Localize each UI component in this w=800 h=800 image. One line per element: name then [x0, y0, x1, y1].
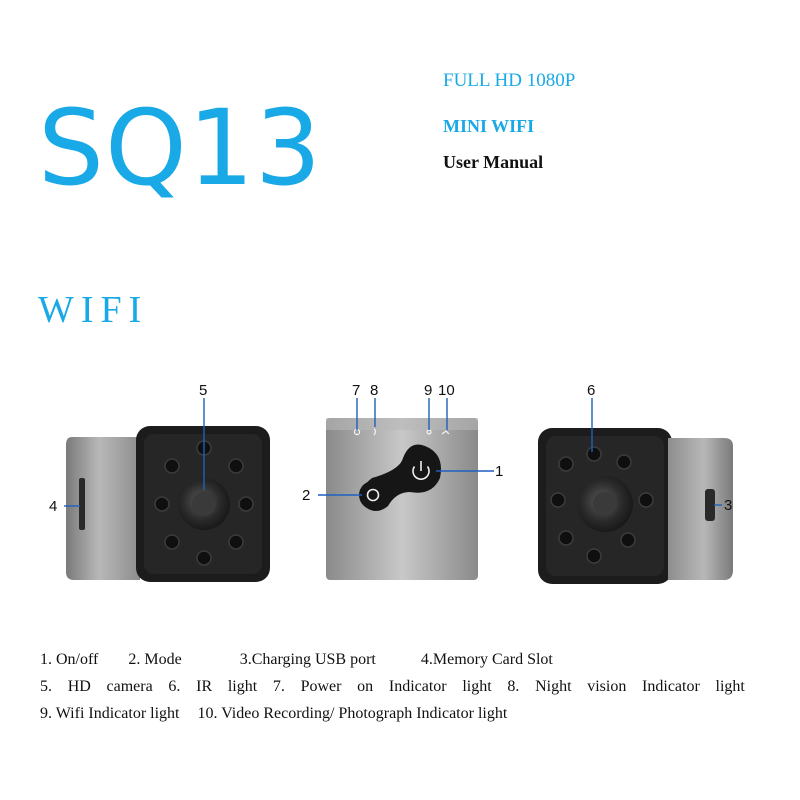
legend-item-recording-indicator: 10. Video Recording/ Photograph Indicato…	[197, 705, 508, 722]
callout-lines	[64, 398, 722, 507]
model-title: SQ13	[38, 87, 323, 209]
legend-word: vision	[587, 678, 627, 695]
legend-word: light	[462, 678, 492, 695]
wifi-label: WIFI	[38, 289, 149, 331]
legend-item-mode: 2. Mode	[128, 651, 182, 668]
legend-item-usb-port: 3.Charging USB port	[239, 651, 376, 668]
legend-word: light	[715, 678, 745, 695]
camera-right-body	[668, 438, 733, 580]
mini-wifi-label: MINI WIFI	[443, 116, 535, 136]
callout-6: 6	[587, 382, 595, 399]
legend-word: 6.	[168, 678, 181, 695]
legend-word: 5.	[40, 678, 52, 695]
callout-4: 4	[49, 498, 57, 515]
callout-8: 8	[370, 382, 378, 399]
mode-icon	[366, 488, 380, 502]
legend-word: Night	[535, 678, 572, 695]
lens-center-right	[593, 492, 617, 516]
ir-lights-right	[550, 446, 654, 564]
camera-right-view	[538, 428, 733, 584]
parts-legend: 1. On/off 2. Mode 3.Charging USB port 4.Mem…	[40, 646, 745, 727]
legend-item-wifi-indicator: 9. Wifi Indicator light	[40, 705, 180, 722]
legend-word: HD	[67, 678, 91, 695]
callout-9: 9	[424, 382, 432, 399]
callout-7: 7	[352, 382, 360, 399]
callout-10: 10	[438, 382, 455, 399]
user-manual-label: User Manual	[443, 152, 544, 172]
callout-1: 1	[495, 463, 503, 480]
camera-left-body	[66, 437, 140, 580]
legend-word: Indicator	[388, 678, 447, 695]
legend-item-memory-slot: 4.Memory Card Slot	[420, 651, 553, 668]
power-icon	[412, 461, 430, 480]
camera-top-view	[326, 418, 478, 580]
legend-word: 8.	[507, 678, 520, 695]
legend-word: Indicator	[642, 678, 700, 695]
legend-row-2: 5. HD camera 6. IR light 7. Power on Ind…	[40, 673, 745, 700]
legend-word: light	[227, 678, 258, 695]
callout-3: 3	[724, 497, 732, 514]
legend-word: 7.	[272, 678, 285, 695]
legend-word: Power	[300, 678, 342, 695]
callout-5: 5	[199, 382, 207, 399]
legend-word: on	[357, 678, 374, 695]
legend-row-1: 1. On/off 2. Mode 3.Charging USB port 4.Mem…	[40, 646, 745, 673]
usb-port	[705, 489, 715, 521]
legend-row-3: 9. Wifi Indicator light 10. Video Recordi…	[40, 700, 745, 727]
callout-2: 2	[302, 487, 310, 504]
legend-word: camera	[106, 678, 153, 695]
lens-center	[192, 492, 216, 516]
memory-card-slot	[79, 478, 85, 530]
camera-middle-body	[326, 418, 478, 580]
full-hd-label: FULL HD 1080P	[443, 70, 576, 91]
legend-word: IR	[196, 678, 213, 695]
mode-button	[359, 481, 387, 509]
camera-diagram: 5 4 7 8 9 10 1 2 6 3	[49, 382, 733, 584]
camera-left-view	[66, 426, 270, 582]
legend-item-on-off: 1. On/off	[40, 651, 99, 668]
camera-middle-top-edge	[326, 418, 478, 430]
